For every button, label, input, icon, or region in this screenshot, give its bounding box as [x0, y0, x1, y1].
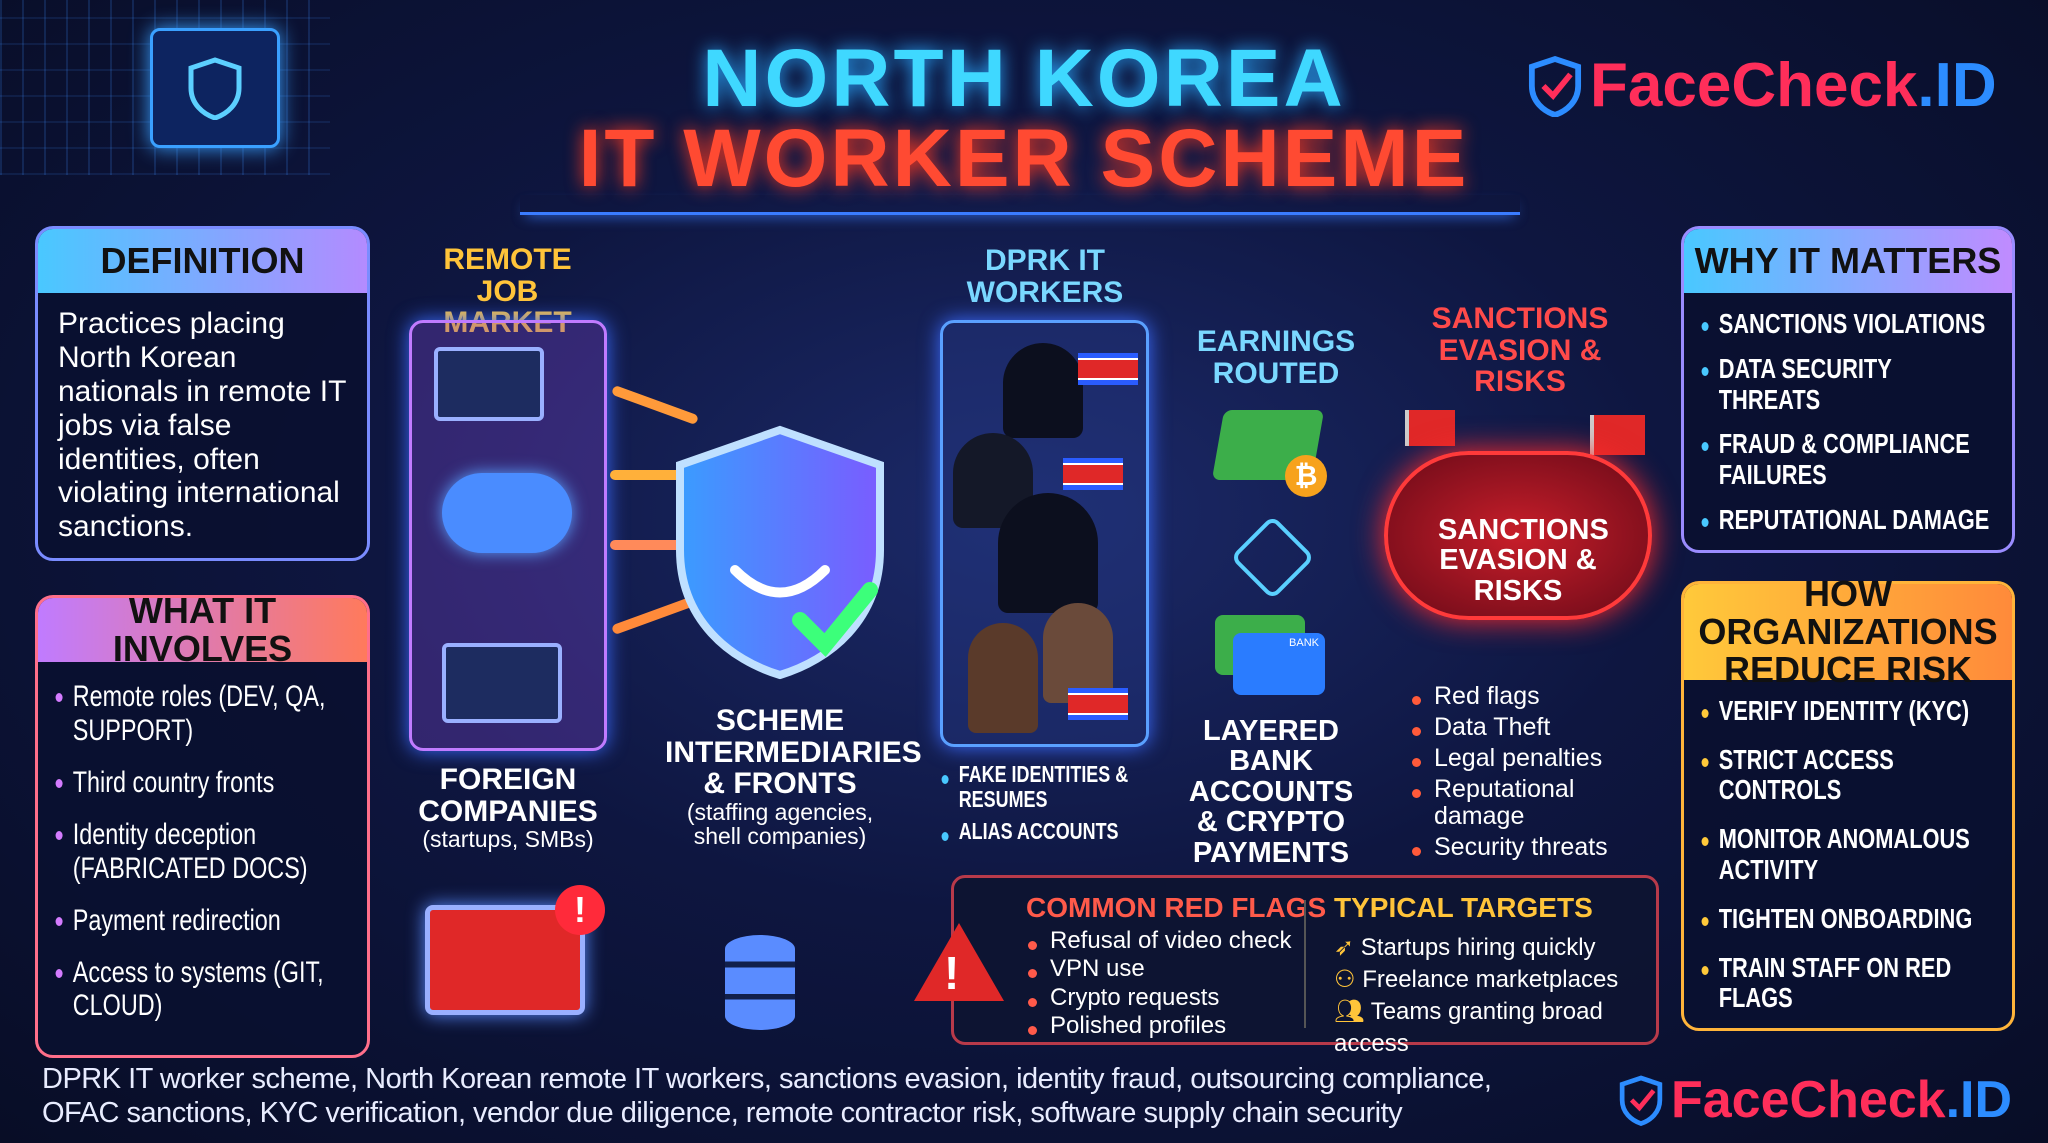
red-flags-targets-panel: ! COMMON RED FLAGS Refusal of video chec… [914, 875, 1659, 1057]
risks-list: Red flags Data Theft Legal penalties Rep… [1410, 683, 1670, 871]
involves-item: Third country fronts [54, 766, 351, 800]
reduce-item: MONITOR ANOMALOUS ACTIVITY [1700, 823, 1996, 886]
why-item: SANCTIONS VIOLATIONS [1700, 308, 1996, 340]
why-heading: WHY IT MATTERS [1684, 229, 2012, 293]
red-flag-icon [1590, 415, 1645, 455]
sanctions-cloud: SANCTIONS EVASION & RISKS [1384, 451, 1652, 620]
server-database-icon [725, 935, 795, 1030]
hooded-figure-icon [1003, 343, 1083, 438]
red-flag-item: Refusal of video check [1026, 927, 1291, 954]
risk-item: Legal penalties [1410, 745, 1670, 772]
divider [1304, 900, 1306, 1028]
remote-job-market-label: REMOTE JOB MARKET [443, 243, 572, 339]
involves-item: Identity deception (FABRICATED DOCS) [54, 818, 351, 886]
left-column: DEFINITION Practices placing North Korea… [35, 226, 370, 1059]
rocket-icon: ➶ [1334, 934, 1355, 961]
definition-heading: DEFINITION [38, 229, 367, 293]
target-item: ⚇ Freelance marketplaces [1334, 966, 1619, 993]
dprk-items-wrap: FAKE IDENTITIES & RESUMES ALIAS ACCOUNTS [940, 761, 1165, 844]
risk-item: Reputational damage [1410, 776, 1670, 830]
why-item: REPUTATIONAL DAMAGE [1700, 504, 1996, 536]
warning-triangle-icon [914, 923, 1004, 1001]
title-line-1: NORTH KOREA [702, 33, 1346, 124]
red-flag-item: Polished profiles [1026, 1012, 1291, 1039]
blurred-person-icon [1043, 603, 1113, 703]
risk-item: Red flags [1410, 683, 1670, 710]
laptop-icon [434, 347, 544, 421]
keywords-text: DPRK IT worker scheme, North Korean remo… [42, 1063, 1492, 1129]
title-line-2: IT WORKER SCHEME [578, 113, 1470, 204]
target-item: ➶ Startups hiring quickly [1334, 934, 1596, 961]
shield-check-icon [1528, 55, 1582, 117]
remote-job-market-panel [409, 320, 607, 751]
blockchain-icon [1230, 515, 1315, 600]
blurred-person-icon [968, 623, 1038, 733]
risk-item: Data Theft [1410, 714, 1670, 741]
foreign-companies-label: FOREIGN COMPANIES (startups, SMBs) [418, 763, 598, 852]
bitcoin-icon: ₿ [1285, 455, 1327, 497]
network-icon: ⚇ [1334, 966, 1356, 993]
layered-bank-label: LAYERED BANK ACCOUNTS & CRYPTO PAYMENTS [1188, 715, 1354, 869]
involves-item: Remote roles (DEV, QA, SUPPORT) [54, 680, 351, 748]
reduce-risk-heading: HOW ORGANIZATIONS REDUCE RISK [1684, 575, 2012, 688]
circuit-chip-decoration [0, 0, 330, 175]
alert-badge-icon: ! [555, 885, 605, 935]
shield-check-icon [1619, 1075, 1663, 1126]
people-icon: 👥︎ [1334, 998, 1365, 1025]
brand-logo-bottom: FaceCheck.ID [1619, 1070, 2012, 1130]
dprk-item: ALIAS ACCOUNTS [940, 818, 1165, 844]
red-flag-icon [1405, 410, 1455, 446]
red-flag-item: Crypto requests [1026, 984, 1291, 1011]
flow-arrows [610, 384, 700, 660]
smiling-shield-graphic [660, 420, 900, 680]
sanctions-title: SANCTIONS EVASION & RISKS [1431, 302, 1609, 398]
involves-heading: WHAT IT INVOLVES [38, 592, 367, 668]
cloud-icon [442, 473, 572, 553]
north-korea-flag-icon [1068, 688, 1128, 720]
dprk-workers-panel [940, 320, 1149, 747]
bank-cards-icon: BANK [1215, 615, 1325, 695]
definition-panel: DEFINITION Practices placing North Korea… [35, 226, 370, 562]
involves-item: Access to systems (GIT, CLOUD) [54, 956, 351, 1024]
dprk-item: FAKE IDENTITIES & RESUMES [940, 761, 1165, 813]
north-korea-flag-icon [1063, 458, 1123, 490]
brand-logo-top: FaceCheck.ID [1528, 50, 1997, 121]
intermediaries-label: SCHEME INTERMEDIARIES & FRONTS (staffing… [665, 704, 922, 849]
definition-text: Practices placing North Korean nationals… [58, 307, 346, 544]
target-item: 👥︎ Teams granting broad access [1334, 998, 1603, 1057]
computer-icon [442, 643, 562, 723]
dprk-items-list: FAKE IDENTITIES & RESUMES ALIAS ACCOUNTS [940, 761, 1165, 844]
north-korea-flag-icon [1078, 353, 1138, 385]
reduce-item: TIGHTEN ONBOARDING [1700, 903, 1996, 935]
risk-item: Security threats [1410, 834, 1670, 861]
red-flags-heading: COMMON RED FLAGS [1026, 892, 1327, 923]
reduce-item: STRICT ACCESS CONTROLS [1700, 744, 1996, 807]
reduce-risk-panel: HOW ORGANIZATIONS REDUCE RISK VERIFY IDE… [1681, 575, 2015, 1032]
title-frame [520, 195, 1520, 215]
why-item: FRAUD & COMPLIANCE FAILURES [1700, 429, 1996, 491]
right-column: WHY IT MATTERS SANCTIONS VIOLATIONS DATA… [1681, 226, 2015, 1032]
reduce-item: TRAIN STAFF ON RED FLAGS [1700, 952, 1996, 1015]
hooded-figure-icon [998, 493, 1098, 613]
shield-icon [188, 57, 242, 120]
earnings-routed-label: EARNINGS ROUTED [1196, 325, 1356, 390]
red-flag-item: VPN use [1026, 955, 1291, 982]
why-panel: WHY IT MATTERS SANCTIONS VIOLATIONS DATA… [1681, 226, 2015, 553]
targets-heading: TYPICAL TARGETS [1334, 892, 1593, 923]
why-item: DATA SECURITY THREATS [1700, 353, 1996, 416]
reduce-item: VERIFY IDENTITY (KYC) [1700, 695, 1996, 727]
warning-exclamation-icon: ! [944, 947, 960, 999]
involves-item: Payment redirection [54, 904, 351, 938]
involves-panel: WHAT IT INVOLVES Remote roles (DEV, QA, … [35, 592, 370, 1059]
dprk-workers-label: DPRK IT WORKERS [966, 244, 1124, 309]
